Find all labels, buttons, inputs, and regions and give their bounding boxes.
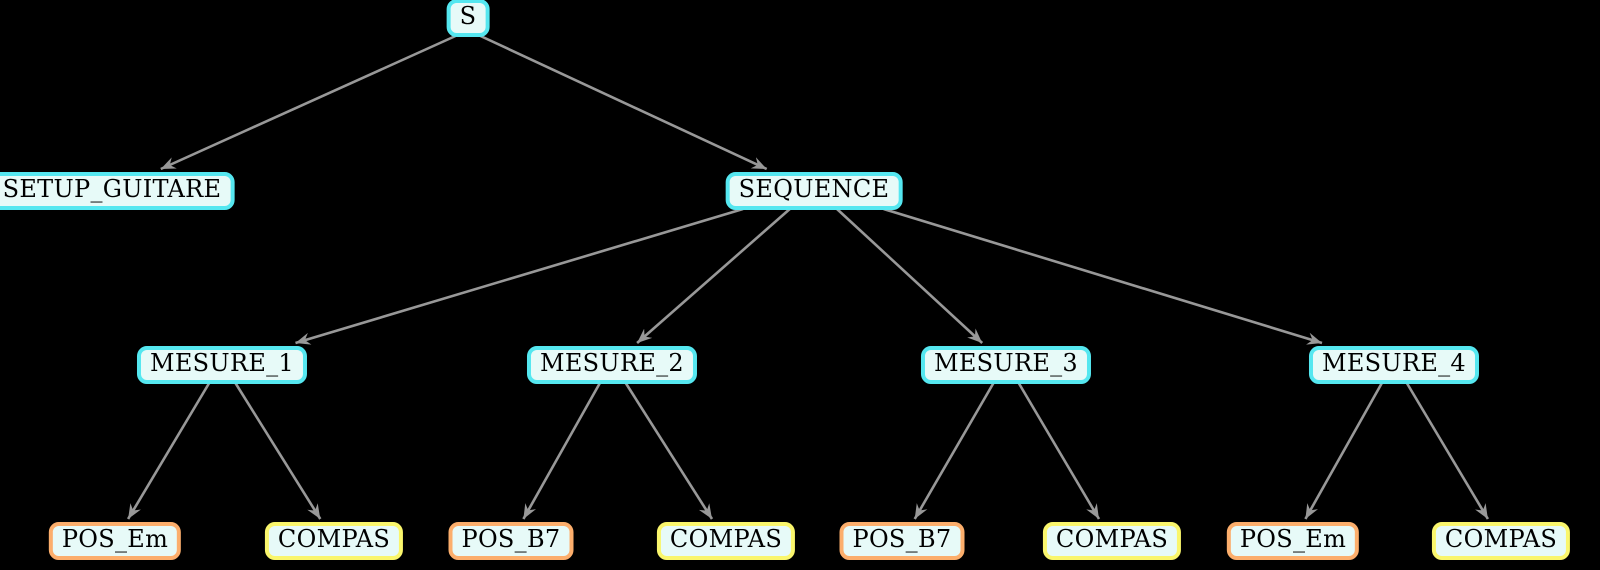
- tree-edges: [126, 34, 1490, 520]
- tree-node-mesure_3: MESURE_3: [920, 346, 1092, 384]
- tree-node-pos_b7_1: POS_B7: [448, 522, 574, 560]
- tree-edge-sequence-mesure_1: [295, 207, 744, 345]
- tree-edge-s-sequence: [479, 34, 768, 171]
- tree-edge-mesure_2-compas_2: [624, 382, 714, 520]
- tree-node-compas_3: COMPAS: [1042, 522, 1182, 560]
- tree-edge-s-setup_guitare: [160, 34, 457, 171]
- tree-node-pos_em_1: POS_Em: [48, 522, 182, 560]
- tree-edge-sequence-mesure_4: [883, 207, 1323, 345]
- tree-node-compas_4: COMPAS: [1431, 522, 1571, 560]
- tree-edge-mesure_3-compas_3: [1017, 382, 1101, 520]
- tree-edge-mesure_4-compas_4: [1405, 382, 1490, 520]
- tree-edge-mesure_1-compas_1: [234, 382, 322, 520]
- tree-node-mesure_4: MESURE_4: [1308, 346, 1480, 384]
- tree-edge-mesure_3-pos_b7_2: [913, 382, 995, 520]
- tree-node-pos_b7_2: POS_B7: [839, 522, 965, 560]
- tree-node-setup_guitare: SETUP_GUITARE: [0, 172, 235, 210]
- tree-edge-mesure_4-pos_em_2: [1304, 382, 1384, 520]
- tree-edge-sequence-mesure_2: [636, 208, 791, 344]
- tree-node-mesure_1: MESURE_1: [136, 346, 308, 384]
- tree-node-s: S: [446, 0, 490, 37]
- tree-node-sequence: SEQUENCE: [725, 172, 903, 210]
- tree-edge-mesure_2-pos_b7_1: [522, 382, 602, 520]
- tree-edge-mesure_1-pos_em_1: [126, 382, 211, 520]
- tree-edge-sequence-mesure_3: [836, 208, 984, 344]
- tree-node-compas_1: COMPAS: [264, 522, 404, 560]
- tree-node-mesure_2: MESURE_2: [526, 346, 698, 384]
- tree-node-compas_2: COMPAS: [656, 522, 796, 560]
- tree-node-pos_em_2: POS_Em: [1226, 522, 1360, 560]
